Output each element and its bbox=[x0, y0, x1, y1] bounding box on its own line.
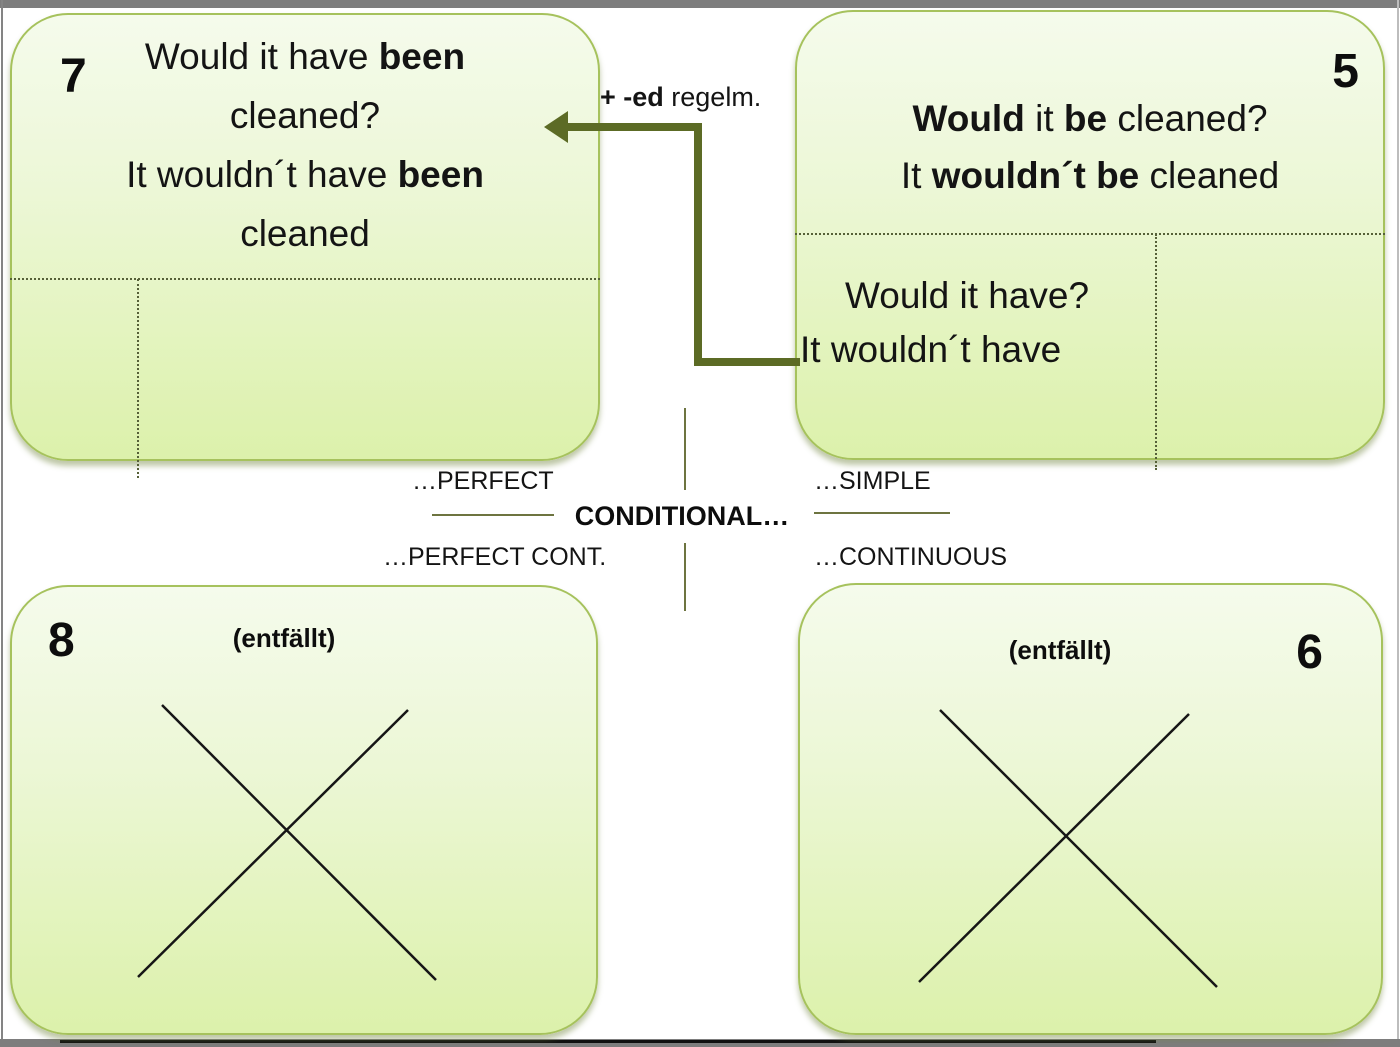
arrow-segment bbox=[694, 358, 800, 366]
x-mark bbox=[918, 709, 1218, 988]
slide-bottom-rule bbox=[60, 1040, 1156, 1043]
branch-label-perfect: …PERFECT bbox=[412, 467, 554, 495]
card-example-text: Would it be cleaned? It wouldn´t be clea… bbox=[797, 90, 1383, 204]
arrow-segment bbox=[566, 123, 698, 131]
card7-vertical-divider bbox=[137, 279, 139, 478]
window-right-edge bbox=[1397, 0, 1399, 1047]
card-number: 6 bbox=[1296, 626, 1323, 679]
card-conditional-continuous: 6 (entfällt) bbox=[798, 583, 1383, 1035]
sub-cell-line: Would it have? bbox=[845, 275, 1090, 316]
card-conditional-perfect-cont: 8 (entfällt) bbox=[10, 585, 598, 1035]
sub-cell-line: It wouldn´t have bbox=[800, 329, 1062, 370]
example-line: It wouldn´t be cleaned bbox=[900, 155, 1280, 196]
card-number: 8 bbox=[48, 614, 75, 667]
entfaellt-label: (entfällt) bbox=[232, 623, 336, 653]
connector-line bbox=[684, 543, 686, 611]
card-number: 7 bbox=[60, 50, 87, 103]
branch-label-continuous: …CONTINUOUS bbox=[814, 543, 1008, 571]
example-line: cleaned bbox=[240, 213, 370, 254]
card-example-text: Would it have been cleaned? It wouldn´t … bbox=[12, 27, 598, 263]
center-title: CONDITIONAL… bbox=[574, 501, 790, 531]
card-number: 5 bbox=[1332, 45, 1359, 98]
arrow-label: + -ed regelm. bbox=[600, 82, 762, 112]
branch-label-simple: …SIMPLE bbox=[814, 467, 931, 495]
window-bottom-bar bbox=[0, 1039, 1400, 1047]
example-line: Would it be cleaned? bbox=[912, 98, 1268, 139]
card-conditional-perfect: 7 Would it have been cleaned? It wouldn´… bbox=[10, 13, 600, 461]
window-left-edge bbox=[1, 0, 3, 1047]
card5-horizontal-divider bbox=[795, 233, 1385, 235]
card7-horizontal-divider bbox=[10, 278, 600, 280]
connector-line bbox=[432, 514, 554, 516]
connector-line bbox=[684, 408, 686, 490]
arrow-head-icon bbox=[544, 111, 568, 143]
example-line: It wouldn´t have been bbox=[126, 154, 484, 195]
entfaellt-label: (entfällt) bbox=[1008, 635, 1112, 665]
branch-label-perfect-cont: …PERFECT CONT. bbox=[383, 543, 607, 571]
window-top-bar bbox=[0, 0, 1400, 8]
card-conditional-simple: 5 Would it be cleaned? It wouldn´t be cl… bbox=[795, 10, 1385, 460]
arrow-segment bbox=[694, 123, 702, 366]
example-line: Would it have been bbox=[144, 36, 466, 77]
connector-line bbox=[814, 512, 950, 514]
example-line: cleaned? bbox=[229, 95, 381, 136]
x-mark bbox=[137, 704, 437, 981]
card5-vertical-divider bbox=[1155, 234, 1157, 470]
